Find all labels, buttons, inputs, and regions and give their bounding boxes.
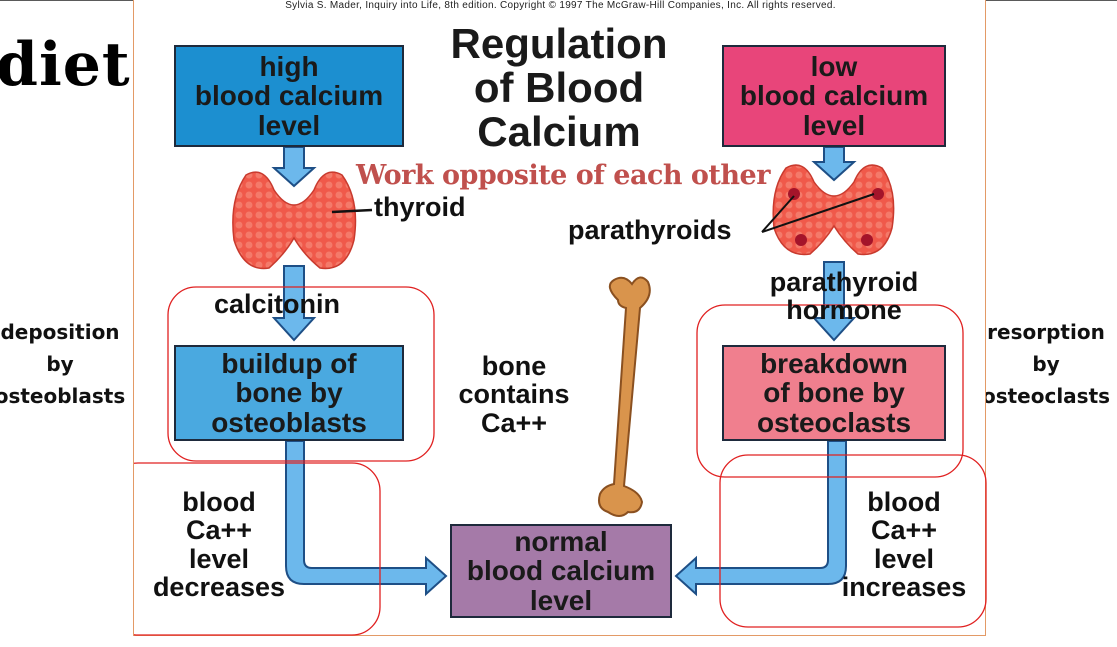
calcium-decreases-label: blood Ca++ level decreases (152, 487, 286, 603)
highlight-circle-pth (696, 304, 964, 478)
arrow-high-to-thyroid (271, 146, 317, 188)
normal-calcium-box: normal blood calcium level (450, 524, 672, 618)
highlight-circle-increases (719, 454, 987, 628)
highlight-circle-decreases (134, 462, 381, 636)
bone-illustration (598, 276, 651, 517)
bone-buildup-box: buildup of bone by osteoblasts (174, 345, 404, 441)
low-calcium-box: low blood calcium level (722, 45, 946, 147)
thyroid-gland-illustration (232, 171, 357, 270)
calcitonin-label: calcitonin (214, 289, 341, 319)
calcium-increases-label: blood Ca++ level increases (841, 487, 967, 603)
calcium-regulation-figure: Sylvia S. Mader, Inquiry into Life, 8th … (133, 0, 987, 636)
highlight-circle-calcitonin (167, 286, 435, 462)
bone-breakdown-box: breakdown of bone by osteoclasts (722, 345, 946, 441)
diagram-graphics (134, 146, 987, 636)
parathyroid-pointer-2 (761, 193, 875, 233)
low-calcium-label: low blood calcium level (739, 50, 929, 141)
thyroid-pointer (331, 208, 373, 214)
arrow-parathyroid-to-breakdown (811, 261, 857, 342)
parathyroids-label: parathyroids (568, 215, 732, 245)
arrow-thyroid-to-buildup (271, 265, 317, 342)
arrow-breakdown-to-normal (674, 440, 847, 597)
arrow-buildup-to-normal (285, 440, 448, 597)
side-note-deposition: deposition by osteoblasts (0, 320, 126, 408)
overlay-note: Work opposite of each other (356, 160, 770, 191)
parathyroid-pointer-1 (761, 195, 795, 233)
copyright-credit: Sylvia S. Mader, Inquiry into Life, 8th … (285, 0, 836, 11)
slide-title: diet (0, 30, 131, 100)
parathyroid-hormone-label: parathyroid hormone (769, 267, 919, 326)
arrow-low-to-parathyroid (811, 146, 857, 182)
figure-title: Regulation of Blood Calcium (450, 20, 668, 156)
bone-contains-calcium-label: bone contains Ca++ (458, 351, 570, 438)
thyroid-label: thyroid (374, 192, 466, 222)
parathyroid-gland-illustration (772, 164, 895, 256)
bone-buildup-label: buildup of bone by osteoblasts (211, 347, 367, 438)
high-calcium-label: high blood calcium level (194, 50, 384, 141)
high-calcium-box: high blood calcium level (174, 45, 404, 147)
normal-calcium-label: normal blood calcium level (466, 525, 656, 616)
side-note-resorption: resorption by osteoclasts (981, 320, 1111, 408)
bone-breakdown-label: breakdown of bone by osteoclasts (756, 347, 912, 438)
